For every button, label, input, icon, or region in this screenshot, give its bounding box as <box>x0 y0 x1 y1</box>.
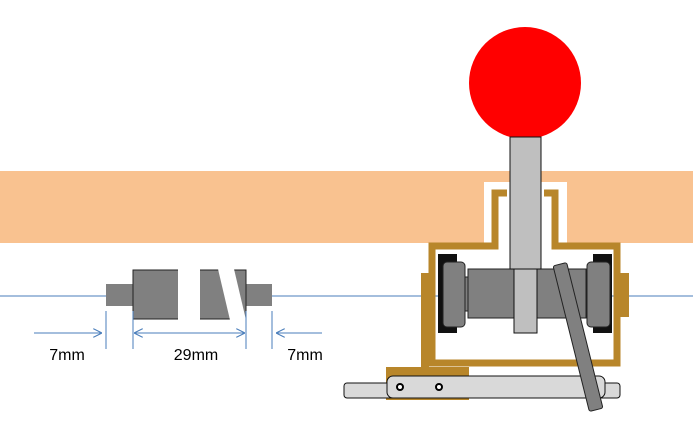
slant-break <box>218 269 246 320</box>
pivot-hole-2 <box>435 383 443 391</box>
stick-shaft <box>509 136 542 270</box>
panel-band <box>0 171 693 243</box>
bracket <box>428 189 621 367</box>
right-roller <box>586 261 611 328</box>
pivot-hole-1 <box>396 383 404 391</box>
break-gap <box>178 269 200 320</box>
bracket-left-wall <box>421 273 429 367</box>
dimension-lines <box>34 311 322 349</box>
dim-label-right: 7mm <box>287 347 323 364</box>
dim-label-body: 29mm <box>174 347 218 364</box>
stick-lower <box>513 268 538 334</box>
left-roller <box>442 261 466 328</box>
bracket-right-bump <box>620 273 629 317</box>
right-shaft-stub <box>246 284 272 306</box>
red-ball-knob <box>469 27 581 139</box>
lever-arm <box>386 375 606 399</box>
dim-label-left: 7mm <box>49 347 85 364</box>
left-shaft-stub <box>106 284 133 306</box>
diagonal-link <box>552 262 604 412</box>
shaft-part <box>106 269 272 320</box>
joystick-assembly <box>343 27 629 412</box>
